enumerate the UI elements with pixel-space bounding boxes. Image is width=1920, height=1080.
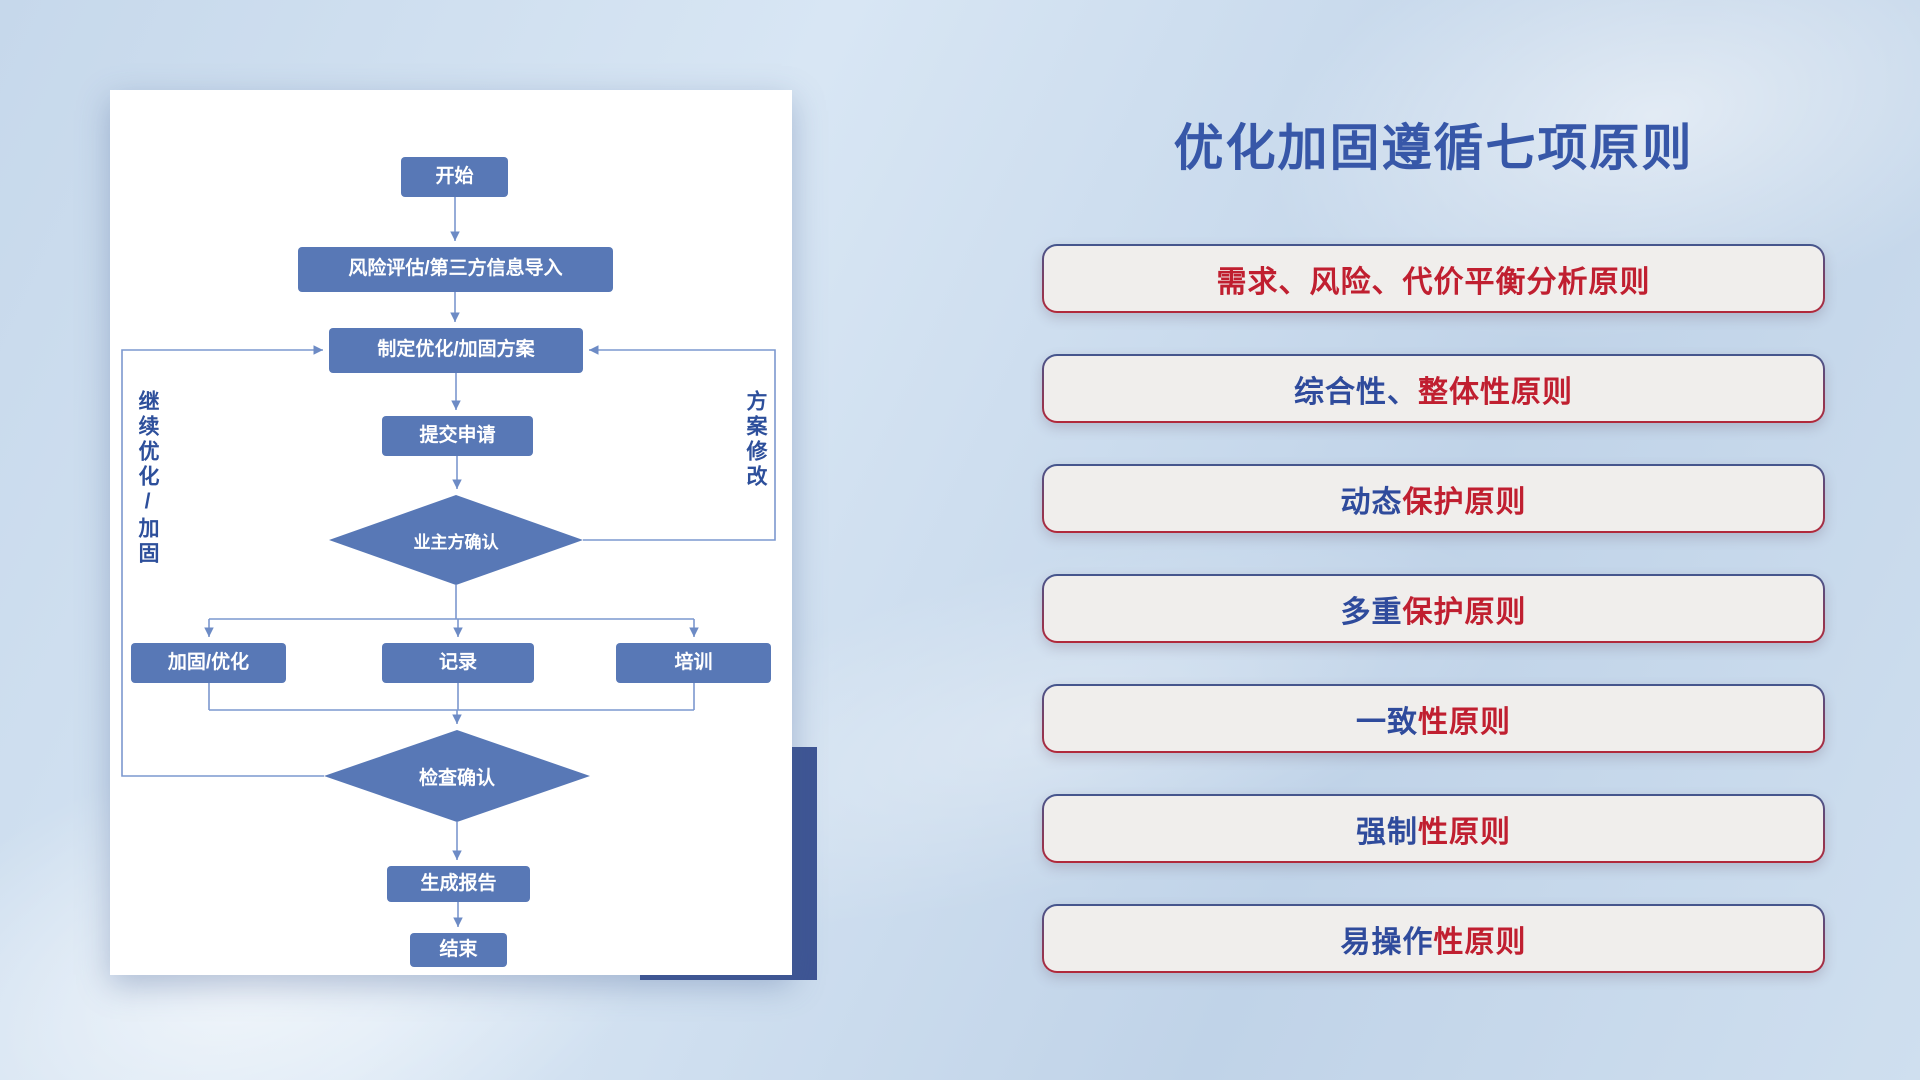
- flow-loop-label-continue: 继续优化/加固: [136, 390, 159, 567]
- principle-text-part: 需求、风险、代价平衡分析原则: [1216, 265, 1651, 299]
- principles-list: 需求、风险、代价平衡分析原则 综合性、整体性原则 动态保护原则 多重保护原则 一…: [1042, 244, 1825, 1014]
- principle-text-part: 多重: [1340, 595, 1403, 629]
- flow-node-submit: 提交申请: [382, 416, 533, 456]
- principle-box: 易操作性原则: [1042, 904, 1825, 973]
- principle-box: 强制性原则: [1042, 794, 1825, 863]
- principle-box: 多重保护原则: [1042, 574, 1825, 643]
- principle-text-part: 动态: [1340, 485, 1403, 519]
- principle-text-part: 性原则: [1418, 815, 1511, 849]
- principle-box: 一致性原则: [1042, 684, 1825, 753]
- flow-node-make-plan: 制定优化/加固方案: [329, 328, 583, 373]
- principle-text: 动态保护原则: [1044, 466, 1823, 531]
- flow-node-reinforce: 加固/优化: [131, 643, 286, 683]
- page-title: 优化加固遵循七项原则: [1173, 120, 1694, 176]
- principle-text: 易操作性原则: [1044, 906, 1823, 971]
- principle-box: 动态保护原则: [1042, 464, 1825, 533]
- principle-text: 一致性原则: [1044, 686, 1823, 751]
- principle-text: 综合性、整体性原则: [1044, 356, 1823, 421]
- flow-node-start: 开始: [401, 157, 508, 197]
- flowchart-card: 开始 风险评估/第三方信息导入 制定优化/加固方案 提交申请 业主方确认 加固/…: [110, 90, 792, 975]
- flow-node-risk-import: 风险评估/第三方信息导入: [298, 247, 613, 292]
- principle-text: 强制性原则: [1044, 796, 1823, 861]
- principle-text-part: 性原则: [1418, 705, 1511, 739]
- flow-node-record: 记录: [382, 643, 534, 683]
- flow-node-training: 培训: [616, 643, 771, 683]
- principle-text-part: 易操作: [1340, 925, 1434, 959]
- principle-text-part: 强制: [1356, 815, 1418, 849]
- principle-box: 需求、风险、代价平衡分析原则: [1042, 244, 1825, 313]
- flow-node-report: 生成报告: [387, 866, 530, 902]
- flow-loop-label-revise: 方案修改: [744, 390, 767, 490]
- principle-text-part: 一致: [1356, 705, 1418, 739]
- principle-text-part: 保护原则: [1402, 485, 1527, 519]
- principle-box: 综合性、整体性原则: [1042, 354, 1825, 423]
- principle-text-part: 整体性原则: [1418, 375, 1573, 409]
- principle-text: 需求、风险、代价平衡分析原则: [1044, 246, 1823, 311]
- principle-text: 多重保护原则: [1044, 576, 1823, 641]
- flow-node-end: 结束: [410, 933, 507, 967]
- principle-text-part: 保护原则: [1402, 595, 1527, 629]
- principle-text-part: 性原则: [1433, 925, 1527, 959]
- principle-text-part: 综合性、: [1294, 375, 1418, 409]
